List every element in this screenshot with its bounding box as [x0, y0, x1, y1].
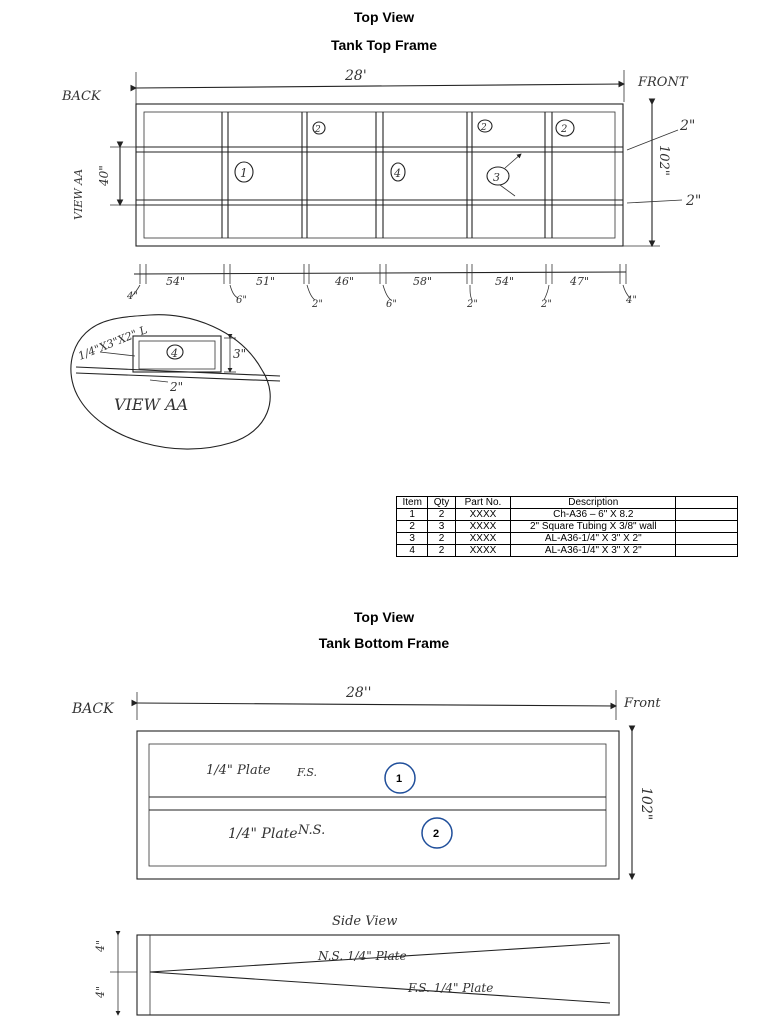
bom-cell-part: XXXX: [454, 508, 512, 521]
bottom-top-view-title: Top View: [353, 609, 415, 625]
bom-cell-item: 1: [395, 508, 429, 521]
side-plate-ns: N.S. 1/4" Plate: [317, 949, 407, 963]
spacing-1: 54": [166, 275, 185, 288]
bom-cell-description: AL-A36-1/4" X 3" X 2": [510, 544, 677, 557]
table-row: 3 2 XXXX AL-A36-1/4" X 3" X 2": [395, 532, 738, 545]
view-aa-detail: 4 1/4"X3"X2" L 3" 2" VIEW AA: [70, 314, 281, 450]
callout-1: 1: [240, 166, 248, 180]
bom-cell-qty: 3: [427, 520, 456, 533]
view-aa-callout: 4: [170, 347, 178, 360]
tube-right-bottom-label: 2": [685, 193, 701, 209]
bom-cell-item: 2: [395, 520, 429, 533]
bom-cell-extra: [675, 544, 738, 557]
bottom-dim-6: 2": [540, 299, 552, 310]
table-row: 1 2 XXXX Ch-A36 – 6" X 8.2: [395, 508, 738, 521]
bom-cell-item: 3: [395, 532, 429, 545]
bottom-back-label: BACK: [71, 701, 115, 717]
bom-cell-extra: [675, 520, 738, 533]
view-aa-caption: VIEW AA: [114, 395, 188, 414]
view-aa-width: 2": [169, 380, 183, 394]
bom-cell-item: 4: [395, 544, 429, 557]
overall-length-label: 28': [344, 68, 367, 84]
callout-4: 4: [393, 167, 401, 180]
top-frame-drawing: 28' BACK FRONT 1 2 2 2 4 3: [61, 68, 701, 310]
spacing-2: 51": [256, 275, 275, 288]
bottom-dim-3: 2": [311, 299, 323, 310]
bom-header-qty: Qty: [427, 496, 456, 509]
view-aa-side-label: VIEW AA: [72, 169, 85, 220]
callout-2c: 2: [560, 124, 567, 135]
tank-bottom-frame-title: Tank Bottom Frame: [318, 635, 450, 651]
bottom-callout-2: 2: [433, 828, 439, 840]
bottom-front-label: Front: [623, 696, 661, 711]
side-view-caption: Side View: [332, 914, 397, 929]
bom-table: Item Qty Part No. Description 1 2 XXXX C…: [395, 496, 738, 557]
bottom-dim-7: 4": [625, 295, 637, 306]
spacing-4: 58": [413, 275, 432, 288]
bom-cell-description: AL-A36-1/4" X 3" X 2": [510, 532, 677, 545]
bom-header-row: Item Qty Part No. Description: [395, 496, 738, 509]
right-width-label: 102": [656, 145, 671, 176]
side-dim-bottom: 4": [94, 986, 107, 999]
bom-cell-part: XXXX: [454, 544, 512, 557]
bottom-dim-2: 6": [236, 295, 247, 306]
bom-cell-extra: [675, 508, 738, 521]
bottom-callout-2-circle: [421, 817, 453, 849]
table-row: 2 3 XXXX 2" Square Tubing X 3/8" wall: [395, 520, 738, 533]
side-dim-top: 4": [94, 940, 107, 953]
bom-header-description: Description: [510, 496, 677, 509]
bom-header-extra: [675, 496, 738, 509]
bom-cell-qty: 2: [427, 544, 456, 557]
tank-top-frame-title: Tank Top Frame: [330, 37, 438, 53]
bom-header-part: Part No.: [454, 496, 512, 509]
bom-cell-description: 2" Square Tubing X 3/8" wall: [510, 520, 677, 533]
callout-2b: 2: [480, 123, 487, 133]
bottom-frame-drawing: 28'' BACK Front 102" 1/4" Plate F.S. 1/4…: [71, 685, 661, 881]
table-row: 4 2 XXXX AL-A36-1/4" X 3" X 2": [395, 544, 738, 557]
bom-cell-part: XXXX: [454, 520, 512, 533]
spacing-3: 46": [334, 275, 354, 288]
bottom-width-label: 102": [638, 787, 654, 820]
spacing-5: 54": [495, 275, 514, 288]
callout-2a: 2: [314, 125, 321, 135]
view-aa-height: 3": [233, 347, 246, 361]
bom-cell-qty: 2: [427, 532, 456, 545]
plate-fs-label: 1/4" Plate: [206, 763, 271, 778]
tube-right-top-label: 2": [679, 118, 695, 134]
bottom-callout-1-circle: [384, 762, 416, 794]
top-view-title: Top View: [353, 9, 415, 25]
side-view-drawing: Side View 4" 4" N.S. 1/4" Plate F.S. 1/4…: [94, 914, 620, 1016]
bottom-dim-1: 4": [126, 291, 138, 302]
bottom-callout-1: 1: [396, 773, 402, 785]
ns-label: N.S.: [297, 823, 325, 838]
back-label: BACK: [61, 89, 102, 104]
spacing-6: 47": [569, 275, 589, 288]
plate-ns-label: 1/4" Plate: [228, 826, 298, 842]
bom-header-item: Item: [395, 496, 429, 509]
bottom-overall-length: 28'': [345, 685, 372, 701]
bom-cell-qty: 2: [427, 508, 456, 521]
left-width-label: 40": [97, 165, 111, 187]
front-label: FRONT: [637, 75, 689, 90]
bottom-dim-5: 2": [466, 299, 478, 310]
bom-cell-description: Ch-A36 – 6" X 8.2: [510, 508, 677, 521]
bom-cell-part: XXXX: [454, 532, 512, 545]
callout-3: 3: [493, 171, 500, 184]
angle-label: 1/4"X3"X2" L: [76, 323, 149, 363]
fs-label: F.S.: [296, 766, 317, 779]
side-plate-fs: F.S. 1/4" Plate: [407, 981, 493, 995]
bottom-dim-4: 6": [386, 299, 397, 310]
bom-cell-extra: [675, 532, 738, 545]
